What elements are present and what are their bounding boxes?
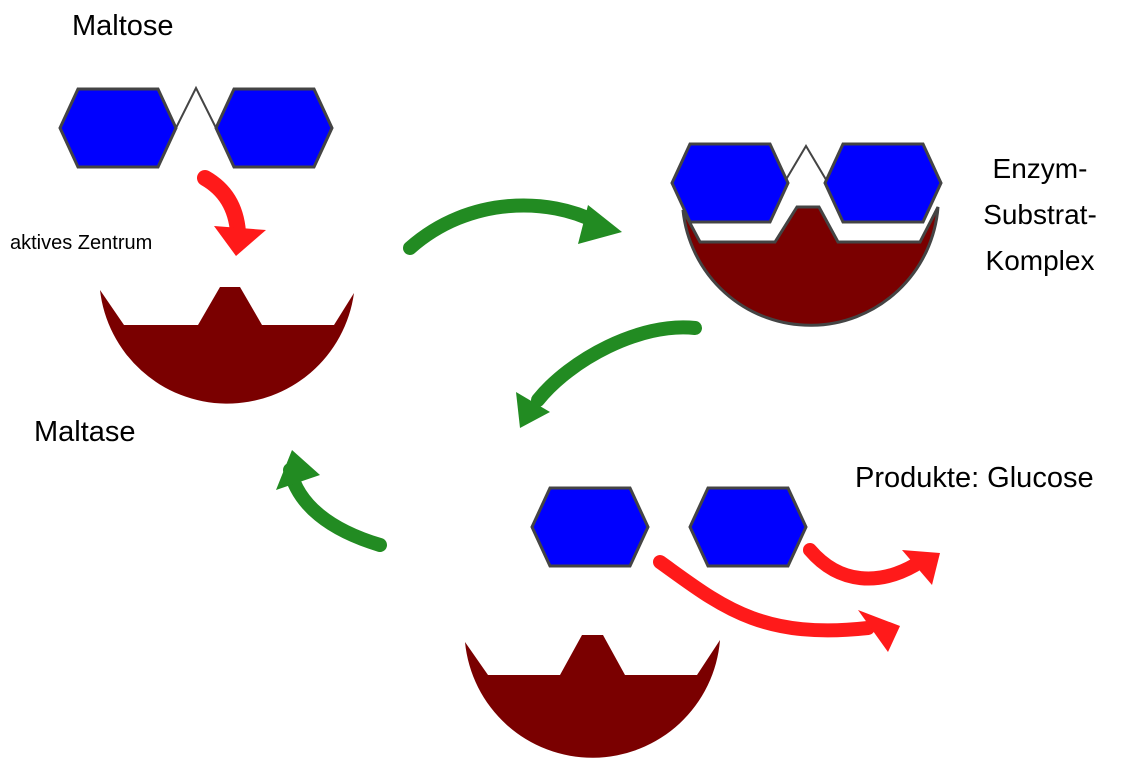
product-release-arrow xyxy=(803,543,940,586)
glucose-hexagon xyxy=(688,486,808,568)
cycle-arrow xyxy=(276,450,387,552)
glucose-hexagon xyxy=(823,142,943,224)
complex-label-line: Komplex xyxy=(985,245,1095,276)
complex-bond xyxy=(783,144,829,184)
glucose-hexagon xyxy=(58,87,178,169)
glucose-hexagon xyxy=(214,87,334,169)
product-release-arrow xyxy=(653,555,900,652)
products-label: Produkte: Glucose xyxy=(855,462,1094,494)
binding-arrow xyxy=(197,170,266,256)
complex-label-line: Substrat- xyxy=(983,199,1097,230)
enzyme-substrate-complex xyxy=(670,142,943,327)
complex-label-line: Enzym- xyxy=(992,153,1088,184)
product-glucose-pair xyxy=(530,486,808,568)
complex-enzyme xyxy=(681,205,940,327)
glycosidic-bond xyxy=(175,85,217,129)
maltase-enzyme xyxy=(100,287,354,404)
cycle-arrow xyxy=(516,320,702,428)
active-site-label: aktives Zentrum xyxy=(10,232,153,254)
complex-label: Enzym- Substrat- Komplex xyxy=(970,146,1110,284)
released-maltase-enzyme xyxy=(465,635,720,758)
glucose-hexagon xyxy=(670,142,790,224)
maltase-label: Maltase xyxy=(34,416,136,448)
maltose-molecule xyxy=(58,85,334,169)
glucose-hexagon xyxy=(530,486,650,568)
cycle-arrow xyxy=(403,198,622,255)
maltose-label: Maltose xyxy=(72,10,174,42)
